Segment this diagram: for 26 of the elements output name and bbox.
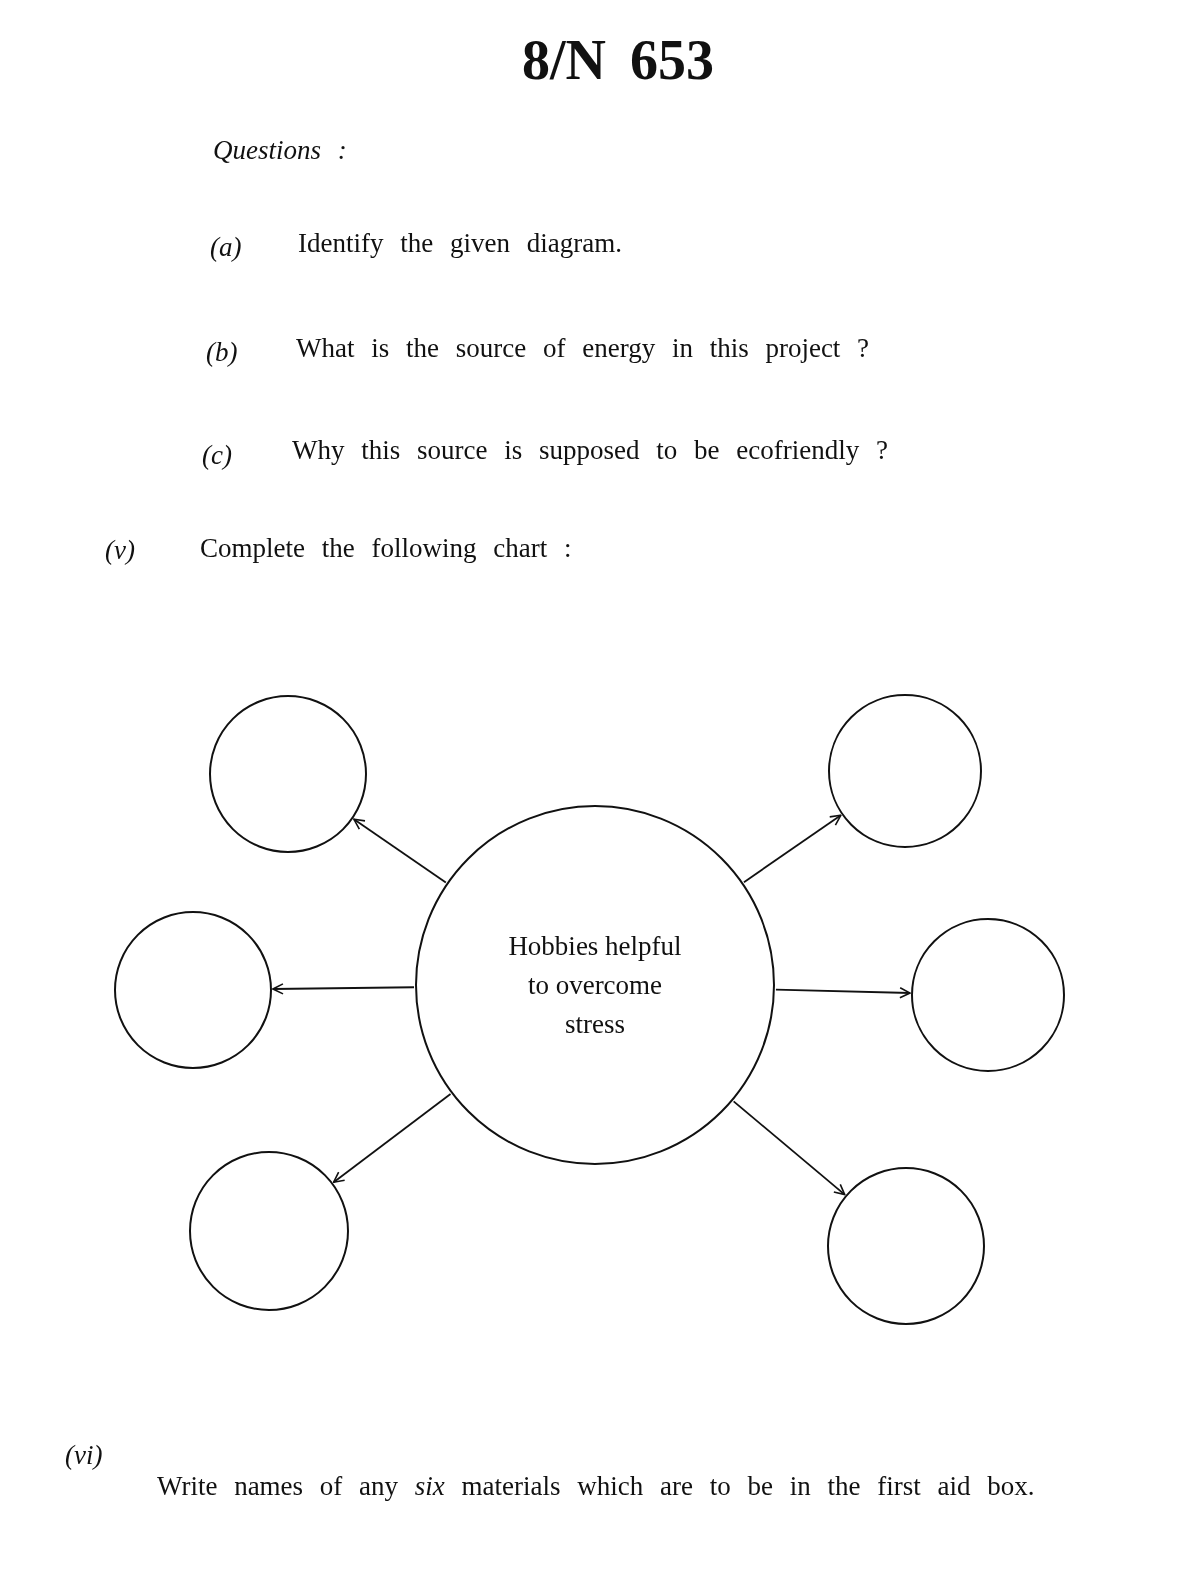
page-heading: 8/N 653: [521, 28, 715, 92]
arrow: [332, 1093, 452, 1184]
answer-circle: [209, 695, 367, 853]
question-text: Complete the following chart :: [200, 533, 572, 564]
question-number: (v): [105, 535, 135, 566]
question-number: (c): [202, 440, 232, 471]
answer-circle: [827, 1167, 985, 1325]
question-number: (a): [210, 232, 242, 263]
question-text: Write names of any six materials which are to be in the first aid box.: [157, 1470, 1036, 1503]
section-heading: Questions :: [213, 135, 347, 166]
question-text: Identify the given diagram.: [298, 228, 622, 259]
arrow: [353, 818, 447, 884]
topic-circle: [415, 805, 775, 1165]
arrow: [775, 986, 911, 999]
answer-circle: [911, 918, 1065, 1072]
answer-circle: [828, 694, 982, 848]
question-number: (b): [206, 337, 238, 368]
question-number: (vi): [65, 1440, 103, 1471]
question-text: What is the source of energy in this project ?: [296, 333, 870, 364]
arrow: [732, 1100, 846, 1196]
topic-text: Hobbies helpful to overcome stress: [507, 929, 683, 1041]
question-text: Why this source is supposed to be ecofriendly ?: [292, 435, 888, 466]
answer-circle: [114, 911, 272, 1069]
arrow: [272, 983, 415, 995]
answer-circle: [189, 1151, 349, 1311]
arrow: [743, 814, 842, 884]
